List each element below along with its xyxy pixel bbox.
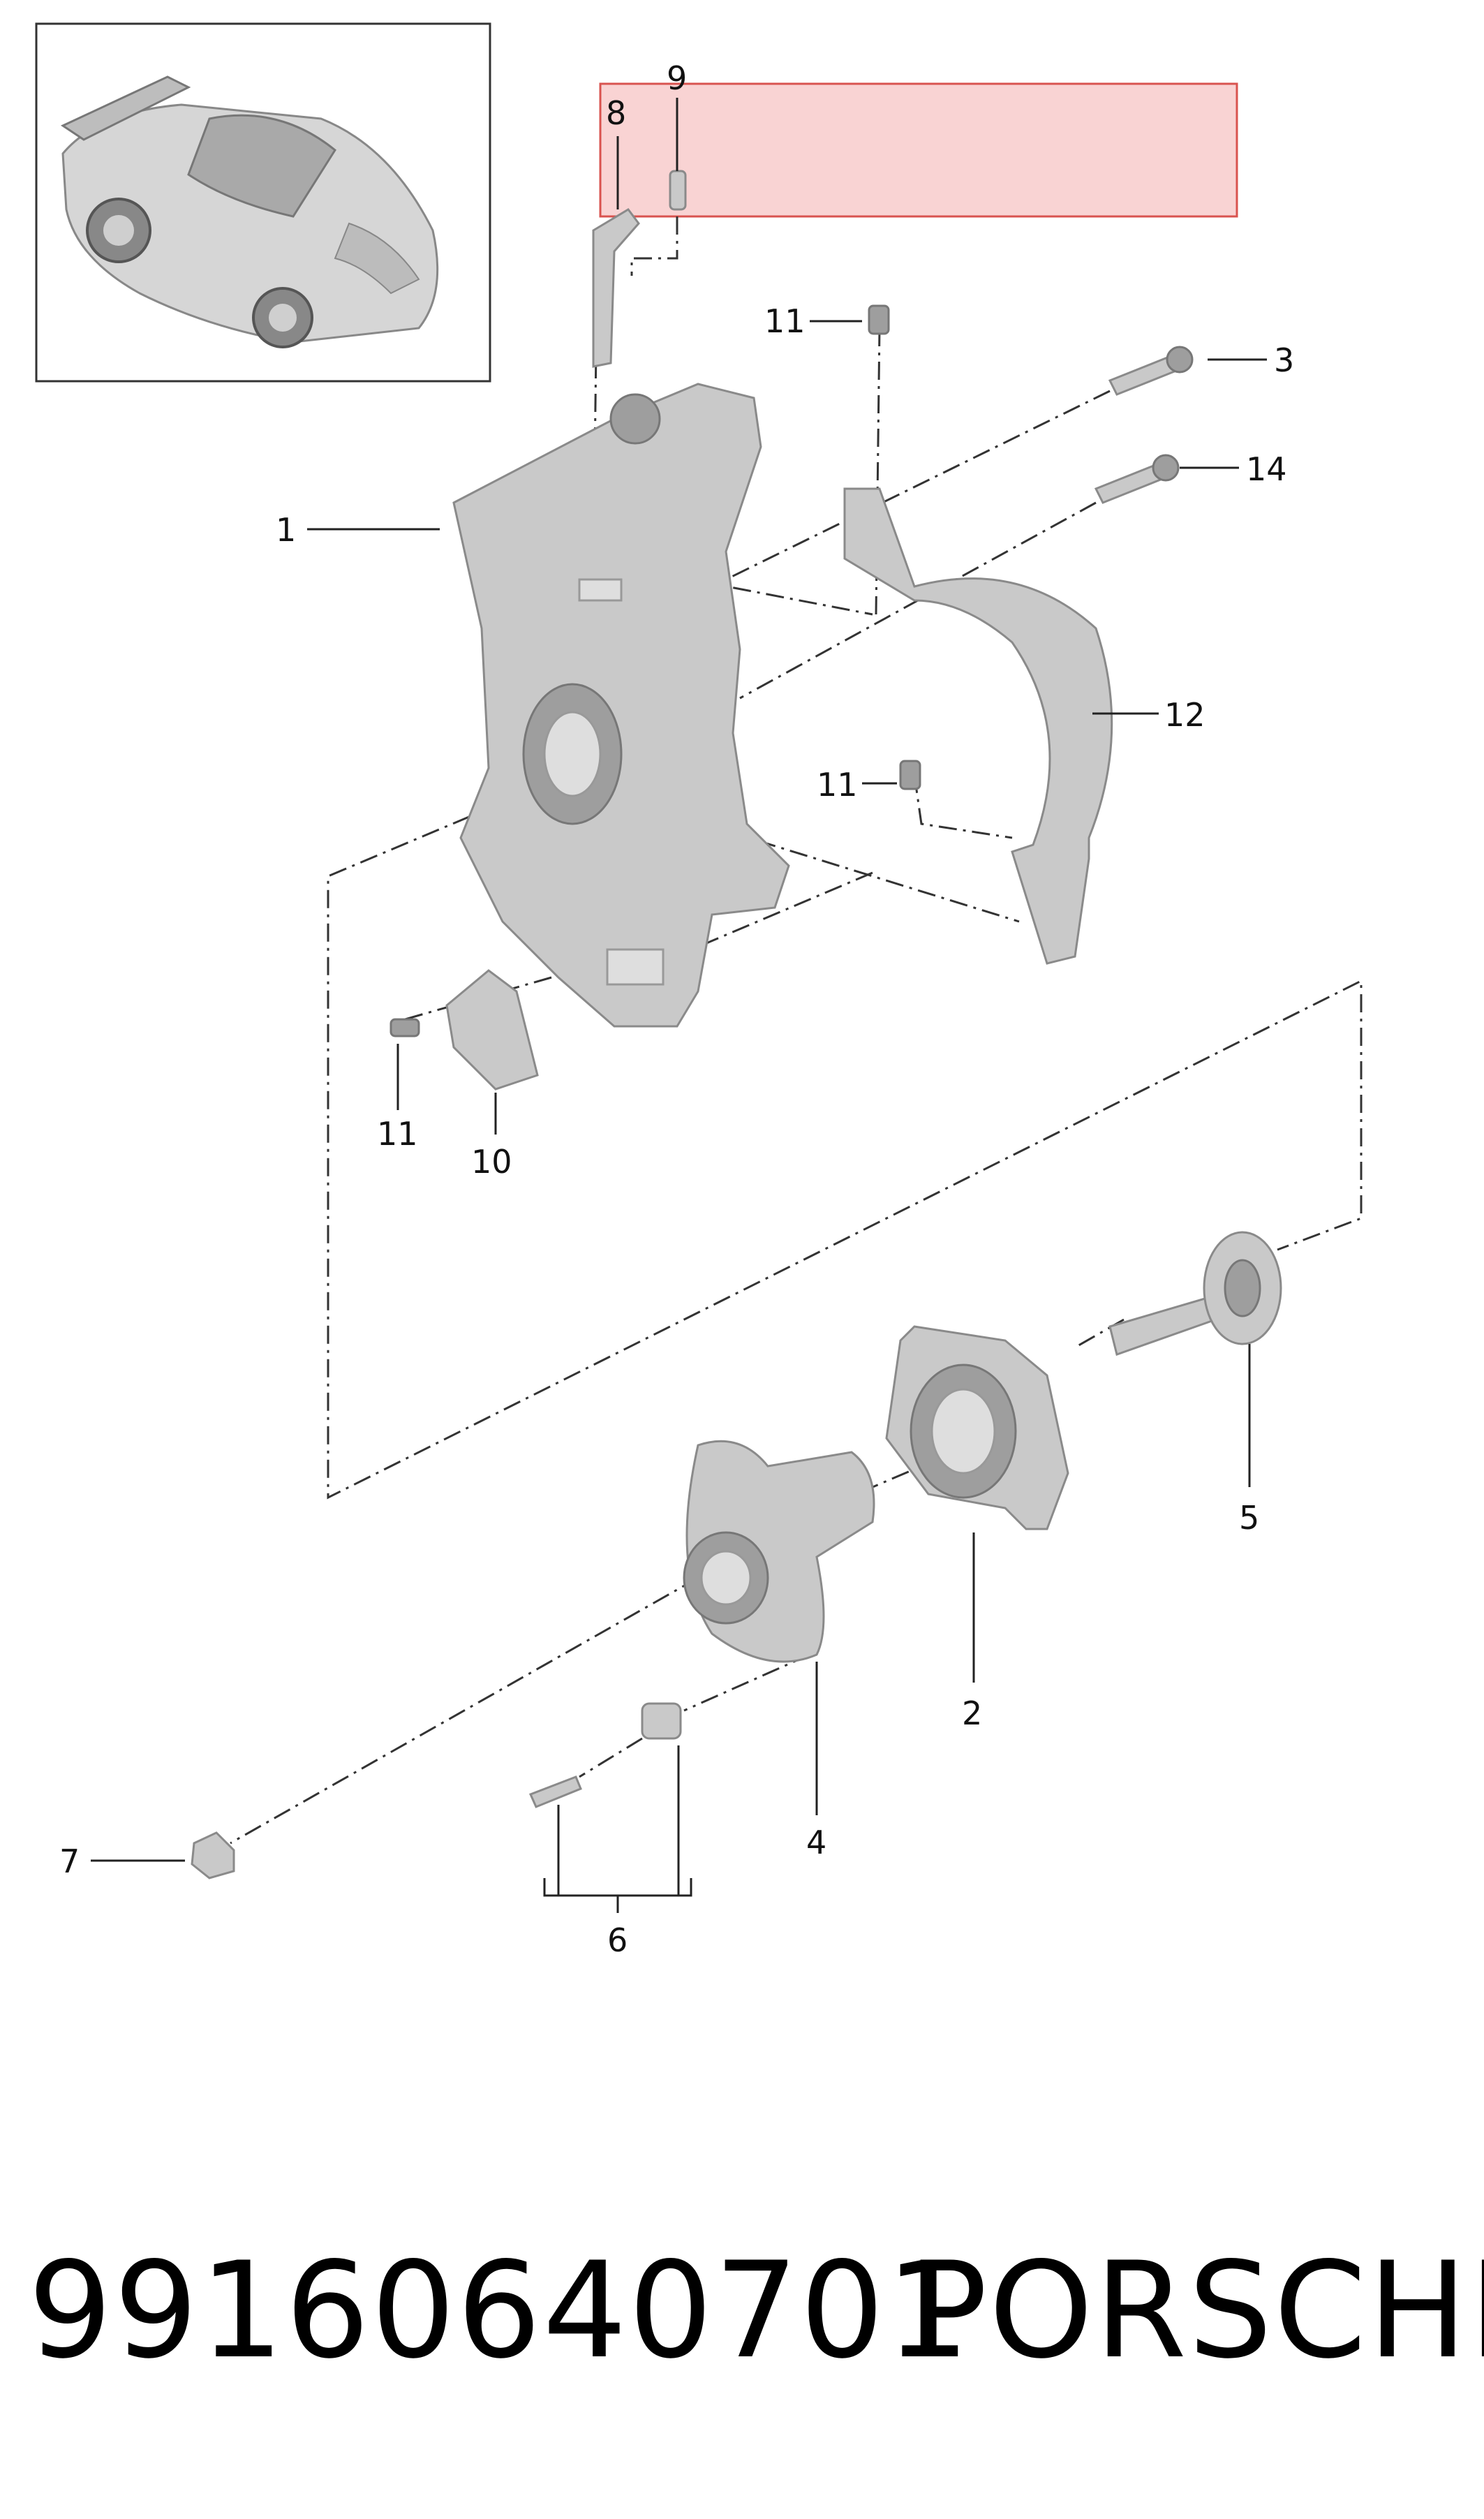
brand-name-text: PORSCHE [907, 2233, 1484, 2388]
part-9-bolt [669, 170, 687, 211]
callout-7: 7 [59, 1842, 80, 1880]
leader-lines [91, 98, 1267, 1913]
part-7-collar-nut [191, 1831, 235, 1879]
part-8-speed-sensor [592, 208, 640, 368]
callout-12: 12 [1164, 696, 1205, 734]
callout-labels: 8 9 11 3 14 1 12 11 11 10 5 2 4 7 6 [59, 59, 1294, 1959]
part-3-bolt [1108, 346, 1194, 396]
highlight-box [599, 82, 1238, 218]
callout-14: 14 [1246, 450, 1287, 488]
callout-5: 5 [1239, 1499, 1259, 1537]
part-14-bolt [1094, 454, 1180, 504]
part-11-screw-top [868, 304, 890, 335]
part-10-dust-shield [445, 969, 539, 1091]
part-12-brake-shield [843, 487, 1113, 965]
part-11-screw-left [389, 1018, 420, 1037]
car-thumbnail [35, 22, 491, 383]
part-1-wheel-carrier [452, 383, 790, 1028]
part-2-wheel-bearing [885, 1325, 1069, 1530]
callout-10: 10 [471, 1143, 512, 1181]
part-number-text: 99160640701 [28, 2233, 972, 2388]
part-11-screw-mid [899, 760, 921, 790]
callout-11: 11 [764, 302, 806, 340]
part-4-wheel-hub [683, 1440, 875, 1663]
callout-8: 8 [606, 94, 626, 132]
callout-3: 3 [1274, 341, 1294, 379]
callout-11: 11 [377, 1115, 418, 1153]
callout-11: 11 [817, 766, 858, 804]
part-5-drive-shaft-flange [1108, 1231, 1282, 1356]
callout-2: 2 [962, 1694, 982, 1732]
callout-4: 4 [806, 1824, 826, 1861]
callout-9: 9 [667, 59, 687, 97]
callout-1: 1 [276, 511, 296, 549]
callout-6: 6 [607, 1921, 628, 1959]
part-6-wheel-bolt-set [528, 1702, 682, 1808]
